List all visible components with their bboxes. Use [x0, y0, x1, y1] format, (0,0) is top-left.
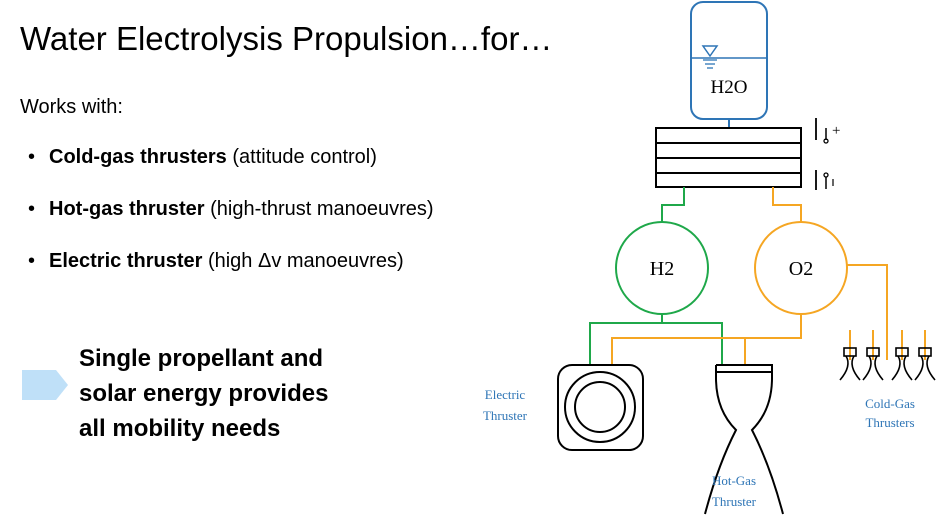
list-item: • Cold-gas thrusters (attitude control) [28, 146, 434, 198]
electrode-symbol-positive: + [815, 118, 840, 144]
electrode-symbol-negative [815, 170, 834, 190]
cold-gas-thrusters-icon [839, 347, 936, 381]
tagline-line: solar energy provides [79, 380, 329, 407]
water-tank: H2O [690, 1, 768, 120]
bullet-icon: • [28, 250, 36, 272]
works-with-heading: Works with: [20, 96, 123, 118]
list-item: • Electric thruster (high Δv manoeuvres) [28, 250, 434, 302]
oxygen-lines [611, 187, 926, 365]
electric-thruster-label: Thruster [483, 408, 528, 423]
tagline-line: Single propellant and [79, 345, 324, 372]
bullet-icon: • [28, 146, 36, 168]
list-item: • Hot-gas thruster (high-thrust manoeuvre… [28, 198, 434, 250]
bullet-bold: Electric thruster [49, 250, 203, 272]
cold-gas-thrusters-label: Thrusters [865, 415, 914, 430]
h2-label: H2 [650, 258, 674, 280]
arrow-right-icon [22, 370, 68, 400]
cold-gas-nozzle-icon [914, 347, 936, 381]
o2-label: O2 [789, 258, 813, 280]
propulsion-diagram: H2O + H2 [483, 1, 936, 515]
tank-label: H2O [711, 77, 748, 98]
cold-gas-nozzle-icon [839, 347, 861, 381]
water-level-icon [701, 45, 719, 58]
bullet-icon: • [28, 198, 36, 220]
o2-tank: O2 [754, 221, 848, 315]
cold-gas-nozzle-icon [891, 347, 913, 381]
hydrogen-lines [589, 187, 723, 365]
cold-gas-nozzle-icon [862, 347, 884, 381]
tagline-line: all mobility needs [79, 415, 281, 442]
bullet-rest: (attitude control) [226, 146, 377, 168]
tagline: Single propellant and solar energy provi… [79, 341, 379, 446]
bullet-bold: Cold-gas thrusters [49, 146, 227, 168]
hot-gas-thruster-label: Hot-Gas [712, 473, 756, 488]
hot-gas-thruster-icon [704, 364, 784, 515]
hot-gas-thruster-label: Thruster [712, 494, 757, 509]
page-title: Water Electrolysis Propulsion…for… [20, 20, 553, 57]
electrolyzer-stack [655, 127, 802, 188]
cold-gas-thrusters-label: Cold-Gas [865, 396, 915, 411]
electric-thruster-icon [557, 364, 644, 451]
plus-sign: + [832, 123, 840, 139]
electric-thruster-label: Electric [485, 387, 526, 402]
bullet-rest: (high Δv manoeuvres) [202, 250, 404, 272]
h2-tank: H2 [615, 221, 709, 315]
use-case-list: • Cold-gas thrusters (attitude control) •… [28, 146, 434, 302]
bullet-rest: (high-thrust manoeuvres) [204, 198, 434, 220]
bullet-bold: Hot-gas thruster [49, 198, 205, 220]
